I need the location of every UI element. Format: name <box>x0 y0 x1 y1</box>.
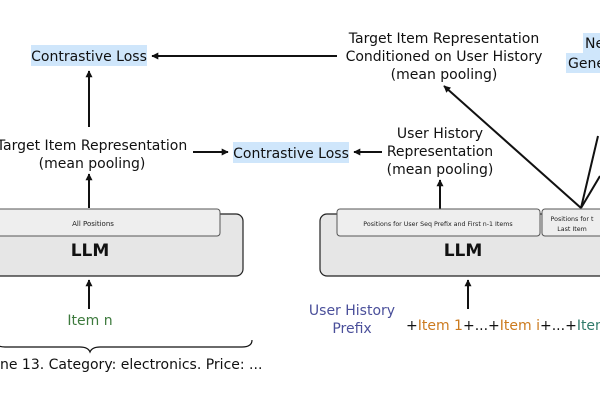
seq-ellipsis-2: +...+ <box>540 318 577 334</box>
seq-item-n: Item n <box>577 318 600 334</box>
cond-rep-line3: (mean pooling) <box>391 67 498 83</box>
prefix-line1: User History <box>309 303 395 319</box>
left-bottom-text: ne 13. Category: electronics. Price: ... <box>0 357 262 373</box>
right-positions-last-box <box>541 208 600 237</box>
cond-rep-line2: Conditioned on User History <box>346 49 543 65</box>
prefix-line2: Prefix <box>332 321 371 337</box>
right-positions-prefix-box <box>336 208 541 237</box>
seq-ellipsis-1: +...+ <box>463 318 500 334</box>
left-brace <box>0 339 253 354</box>
corner-highlight-2 <box>566 53 600 73</box>
right-positions-prefix-label: Positions for User Seq Prefix and First … <box>363 221 512 228</box>
seq-item-i: Item i <box>500 318 540 334</box>
right-positions-last-line2: Last Item <box>557 226 586 233</box>
left-llm-label: LLM <box>71 241 110 261</box>
arrow-last-to-cond-rep <box>443 85 582 209</box>
user-rep-line1: User History <box>397 126 483 142</box>
target-rep-line2: (mean pooling) <box>39 156 146 172</box>
seq-item-1: Item 1 <box>418 318 463 334</box>
corner-highlight-1 <box>583 33 600 53</box>
cond-rep-line1: Target Item Representation <box>348 31 539 47</box>
left-item-n-label: Item n <box>67 313 112 329</box>
left-positions-label: All Positions <box>72 220 114 228</box>
seq-plus: + <box>406 318 418 334</box>
left-positions-box <box>0 208 221 237</box>
user-rep-line2: Representation <box>387 144 493 160</box>
user-rep-line3: (mean pooling) <box>387 162 494 178</box>
top-loss-highlight <box>31 45 147 66</box>
mid-contrastive-loss-label: Contrastive Loss <box>233 146 349 162</box>
corner-line1: Ne <box>585 36 600 52</box>
right-llm-label: LLM <box>444 241 483 261</box>
arrow-last-to-corner-2 <box>580 175 600 209</box>
item-sequence: +Item 1+...+Item i+...+Item n <box>406 318 600 334</box>
arrow-last-to-corner <box>580 135 599 209</box>
mid-loss-highlight <box>233 142 349 163</box>
right-positions-last-line1: Positions for t <box>551 216 594 223</box>
top-contrastive-loss-label: Contrastive Loss <box>31 49 147 65</box>
corner-line2: Gene <box>568 56 600 72</box>
target-rep-line1: Target Item Representation <box>0 138 187 154</box>
